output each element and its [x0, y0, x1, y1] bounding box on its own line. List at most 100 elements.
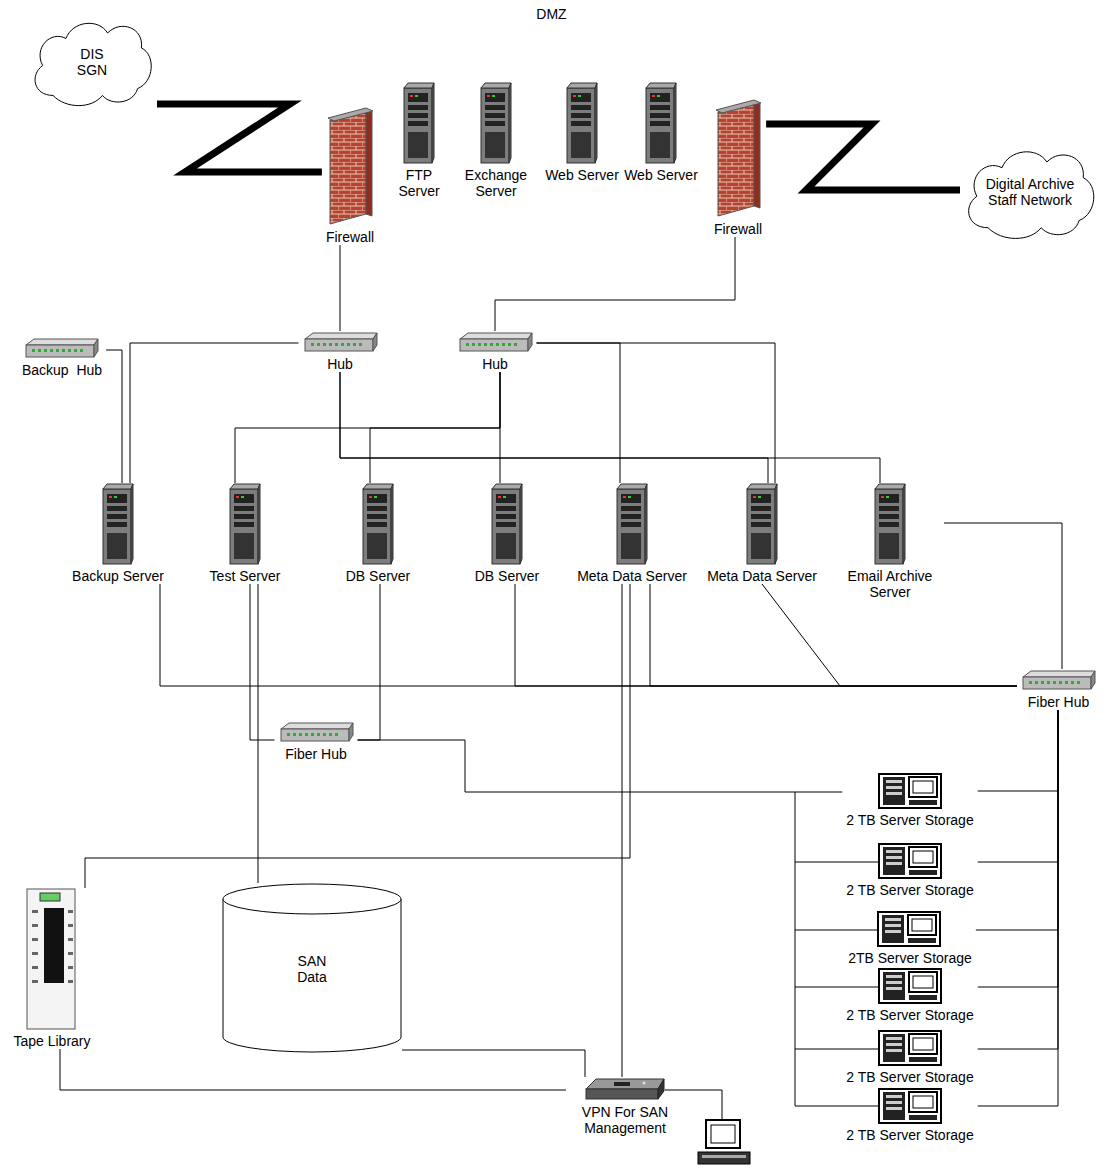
node-label: Email Archive Server: [840, 568, 940, 600]
server-node: Backup Server: [68, 483, 168, 584]
text-holder: DIS SGN: [27, 14, 157, 109]
node-label: DB Server: [475, 568, 540, 584]
node-label: 2 TB Server Storage: [846, 1007, 973, 1023]
server-icon: [746, 483, 778, 565]
node-label: Backup Hub: [22, 362, 102, 378]
node-label: Tape Library: [13, 1033, 90, 1049]
server-icon: [362, 483, 394, 565]
node-label: DB Server: [346, 568, 411, 584]
server-node: Web Server: [541, 82, 623, 183]
node-label: SAN Data: [287, 953, 337, 985]
node-label: Fiber Hub: [285, 746, 346, 762]
storage-node: 2 TB Server Storage: [842, 968, 977, 1023]
storage-icon: [878, 773, 943, 809]
network-link: [978, 710, 1058, 987]
network-link: [130, 343, 299, 483]
node-label: Hub: [482, 356, 508, 372]
server-icon: [874, 483, 906, 565]
server-node: Exchange Server: [456, 82, 536, 199]
storage-node: 2 TB Server Storage: [842, 1030, 977, 1085]
network-link: [978, 710, 1058, 791]
server-node: DB Server: [471, 483, 544, 584]
network-link: [358, 584, 381, 740]
wan-link: [157, 104, 322, 172]
node-label: Hub: [327, 356, 353, 372]
storage-icon: [878, 1088, 943, 1124]
storage-node: 2 TB Server Storage: [842, 843, 977, 898]
server-icon: [480, 82, 512, 164]
storage-icon: [877, 911, 942, 947]
vpn-node: VPN For SAN Management: [566, 1077, 684, 1136]
san-node: SAN Data: [222, 883, 402, 1055]
hub-icon: [303, 331, 378, 353]
server-node: Email Archive Server: [836, 483, 944, 600]
network-link: [340, 372, 768, 483]
node-label: Exchange Server: [460, 167, 532, 199]
storage-icon: [878, 1030, 943, 1066]
tape-icon: [26, 888, 78, 1030]
hub-node: Fiber Hub: [1017, 669, 1100, 710]
network-link: [500, 372, 501, 483]
network-link: [537, 343, 776, 483]
vpn-icon: [584, 1077, 666, 1101]
storage-bus: [665, 792, 878, 1120]
hub-icon: [24, 337, 99, 359]
firewall-icon: [326, 106, 374, 226]
node-label: 2 TB Server Storage: [846, 882, 973, 898]
text-holder: SAN Data: [222, 883, 402, 1055]
hub-node: Hub: [454, 331, 537, 372]
network-link: [978, 710, 1058, 862]
node-label: FTP Server: [389, 167, 449, 199]
node-label: Test Server: [210, 568, 281, 584]
server-icon: [403, 82, 435, 164]
network-link: [250, 584, 275, 740]
node-label: 2TB Server Storage: [848, 950, 972, 966]
network-link: [106, 350, 122, 483]
network-link: [358, 740, 843, 792]
node-label: Web Server: [545, 167, 619, 183]
cloud-node: Digital Archive Staff Network: [960, 142, 1100, 242]
network-link: [402, 1050, 585, 1077]
cloud-node: DIS SGN: [27, 14, 157, 109]
server-icon: [566, 82, 598, 164]
section-label: DMZ: [536, 6, 566, 22]
network-link: [976, 710, 1058, 930]
hub-node: Backup Hub: [18, 337, 106, 378]
server-icon: [229, 483, 261, 565]
network-link: [537, 343, 621, 483]
network-link: [340, 245, 341, 331]
network-link: [978, 710, 1058, 1106]
storage-node: 2TB Server Storage: [844, 911, 976, 966]
hub-icon: [458, 331, 533, 353]
node-label: Digital Archive Staff Network: [975, 176, 1085, 208]
network-link: [650, 584, 1017, 686]
firewall-node: Firewall: [322, 106, 378, 245]
server-icon: [616, 483, 648, 565]
node-label: 2 TB Server Storage: [846, 812, 973, 828]
server-icon: [645, 82, 677, 164]
server-node: Test Server: [206, 483, 285, 584]
network-link: [978, 710, 1058, 1049]
hub-node: Hub: [299, 331, 382, 372]
text-holder: Digital Archive Staff Network: [960, 142, 1100, 242]
node-label: 2 TB Server Storage: [846, 1127, 973, 1143]
wan-link: [766, 124, 960, 190]
node-label: Firewall: [326, 229, 374, 245]
node-label: DIS SGN: [67, 46, 117, 78]
hub-icon: [1021, 669, 1096, 691]
node-label: Backup Server: [72, 568, 164, 584]
computer-icon: [698, 1120, 750, 1164]
network-link: [60, 1049, 566, 1090]
node-label: VPN For SAN Management: [570, 1104, 680, 1136]
node-label: Firewall: [714, 221, 762, 237]
node-label: Meta Data Server: [707, 568, 817, 584]
server-node: FTP Server: [385, 82, 453, 199]
network-link: [944, 523, 1062, 669]
server-node: DB Server: [342, 483, 415, 584]
storage-icon: [878, 968, 943, 1004]
server-node: Meta Data Server: [573, 483, 691, 584]
network-link: [258, 584, 259, 883]
server-node: Meta Data Server: [703, 483, 821, 584]
storage-icon: [878, 843, 943, 879]
hub-node: Fiber Hub: [275, 721, 358, 762]
